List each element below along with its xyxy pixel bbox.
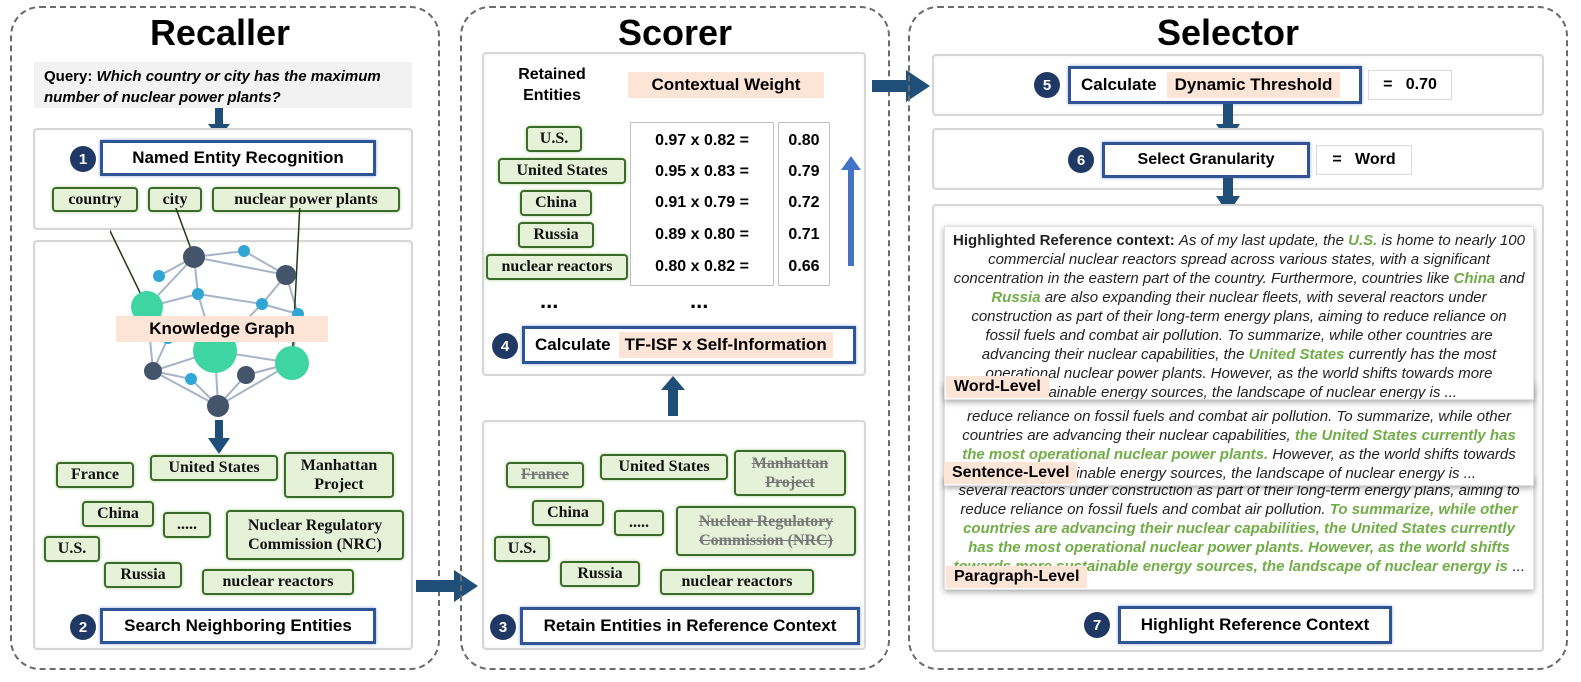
search-neighbors-step-label: Search Neighboring Entities [100,608,376,644]
word-card-heading: Highlighted Reference context: [953,232,1175,249]
retained-entity: nuclear reactors [660,569,814,595]
word-highlight-china: China [1453,270,1496,287]
word-text-4: are also expanding their nuclear fleets,… [971,289,1507,363]
formula-row: 0.80 x 0.82 = [655,258,749,275]
step1-number: 1 [70,146,96,172]
knowledge-graph-label: Knowledge Graph [116,316,328,342]
word-text-1: As of my last update, the [1178,232,1344,249]
query-box: Query: Which country or city has the max… [34,62,412,108]
neighbor-entity: China [82,501,154,527]
sentence-level-label: Sentence-Level [944,462,1078,484]
word-text-5: currently has the most operational nucle… [985,346,1497,400]
neighbor-entity: Russia [104,562,182,588]
step3-number: 3 [490,614,516,640]
formula-row: 0.91 x 0.79 = [655,194,749,211]
formula-row: 0.97 x 0.82 = [655,132,749,149]
step5-number: 5 [1034,72,1060,98]
ner-entity-nuclear-power-plants: nuclear power plants [212,187,400,212]
retained-entity-removed: Manhattan Project [734,450,846,496]
scored-entity: United States [498,158,626,184]
sentence-text: reduce reliance on fossil fuels and comb… [962,408,1511,444]
retained-entity: China [532,500,604,526]
neighbor-entity: Manhattan Project [284,452,394,498]
arrow-right-icon [872,70,930,102]
sentence-level-card: reduce reliance on fossil fuels and comb… [944,382,1534,486]
granularity-value: = Word [1316,145,1412,175]
result-value: 0.72 [788,194,820,211]
query-label: Query: [44,68,93,85]
paragraph-tail: ... [1512,558,1525,575]
word-level-label: Word-Level [946,376,1049,398]
word-text-3: and [1499,270,1525,287]
threshold-value: = 0.70 [1368,70,1452,100]
paragraph-text: several reactors under construction as p… [958,482,1520,518]
arrow-up-icon [661,376,685,416]
retained-entity: ..... [614,510,664,536]
recaller-panel [10,6,440,670]
sentence-tail: However, as the world shifts towards mor… [1001,446,1516,482]
contextual-weight-label: Contextual Weight [628,72,824,98]
step4-number: 4 [492,333,518,359]
retained-entity: U.S. [494,536,550,562]
neighbor-entity: U.S. [44,536,100,562]
selector-title: Selector [1156,12,1300,53]
result-table [778,122,830,286]
word-highlight-us: U.S. [1348,232,1378,249]
step4-prefix: Calculate [535,335,611,354]
retained-entity: Russia [560,561,640,587]
step5-prefix: Calculate [1081,75,1157,94]
step5-highlight: Dynamic Threshold [1166,72,1341,98]
retained-entity-removed: Nuclear Regulatory Commission (NRC) [676,506,856,556]
neighbor-entity: ..... [163,512,211,538]
sort-up-arrow-icon [841,156,861,266]
result-value: 0.79 [788,163,820,180]
retained-entities-label: Retained Entities [518,66,586,104]
neighbor-entity: France [56,462,134,488]
result-value: 0.71 [788,226,820,243]
threshold-step-label: Calculate Dynamic Threshold [1068,66,1362,104]
step7-number: 7 [1084,612,1110,638]
retained-entity: United States [600,454,728,480]
granularity-step-label: Select Granularity [1102,142,1310,178]
formula-ellipsis: ... [690,288,709,313]
step6-number: 6 [1068,147,1094,173]
neighbor-entity: United States [150,455,278,481]
word-highlight-russia: Russia [991,289,1041,306]
highlight-step-label: Highlight Reference Context [1118,606,1392,644]
formula-row: 0.95 x 0.83 = [655,163,749,180]
ner-entity-country: country [52,187,138,212]
step4-highlight: TF-ISF x Self-Information [618,332,833,358]
score-box [482,52,866,376]
neighbor-entity: nuclear reactors [202,569,354,595]
word-text-2: is home to nearly 100 commercial nuclear… [953,232,1525,287]
scored-entity: Russia [518,222,594,248]
arrow-down-icon [208,420,230,454]
formula-table [630,122,774,286]
scored-entity: China [520,190,592,216]
scorer-panel [460,6,890,670]
paragraph-level-label: Paragraph-Level [946,566,1088,588]
step2-number: 2 [70,614,96,640]
neighbor-entity: Nuclear Regulatory Commission (NRC) [226,510,404,560]
result-value: 0.80 [788,132,820,149]
retain-step-label: Retain Entities in Reference Context [520,607,860,645]
recaller-title: Recaller [149,12,291,53]
entity-ellipsis: ... [540,288,559,313]
formula-row: 0.89 x 0.80 = [655,226,749,243]
paragraph-highlight: To summarize, while other countries are … [953,501,1518,575]
step4-label: Calculate TF-ISF x Self-Information [522,326,856,364]
scored-entity: nuclear reactors [486,254,628,280]
scored-entity: U.S. [526,126,582,152]
word-highlight-united-states: United States [1248,346,1345,363]
result-value: 0.66 [788,258,820,275]
ner-step-label: Named Entity Recognition [100,140,376,176]
scorer-title: Scorer [617,12,733,53]
query-text: Which country or city has the maximum nu… [44,68,381,106]
selector-panel [908,6,1568,670]
sentence-highlight: the United States currently has the most… [962,427,1516,463]
word-level-card: Highlighted Reference context: As of my … [944,226,1534,400]
retained-entity-removed: France [506,462,584,488]
